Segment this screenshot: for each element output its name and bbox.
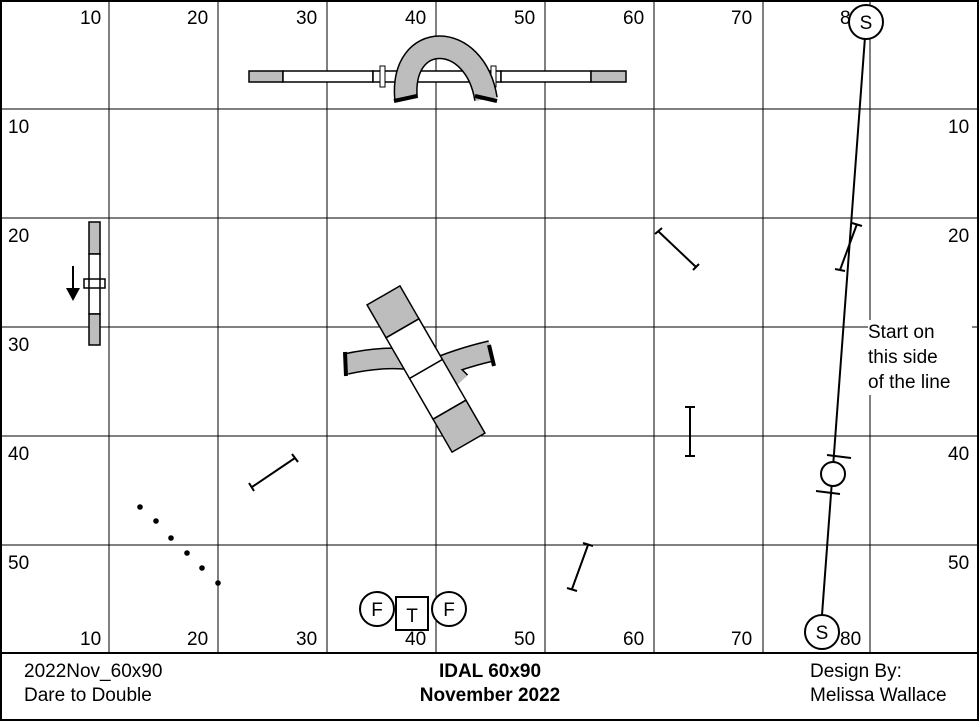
top-label: 30 <box>296 8 317 29</box>
right-label: 40 <box>948 444 969 465</box>
bottom-label: 80 <box>840 629 861 650</box>
top-label: 40 <box>405 8 426 29</box>
jump-bar <box>566 542 594 592</box>
top-label: 70 <box>731 8 752 29</box>
weave-poles <box>137 504 221 586</box>
top-label: 60 <box>623 8 644 29</box>
right-label: 20 <box>948 226 969 247</box>
finish-marker-label: F <box>443 600 455 621</box>
footer: 2022Nov_60x90 Dare to Double IDAL 60x90 … <box>0 654 978 720</box>
start-marker-top: S <box>848 4 884 40</box>
top-label: 50 <box>514 8 535 29</box>
left-label: 20 <box>8 226 29 247</box>
aframe-center <box>366 284 486 454</box>
start-note: Start on this side of the line <box>868 320 972 395</box>
jump-bar <box>248 453 299 492</box>
left-label: 30 <box>8 335 29 356</box>
start-marker-label: S <box>816 623 829 644</box>
footer-title: IDAL 60x90 November 2022 <box>420 660 560 708</box>
finish-marker-right: F <box>431 591 467 627</box>
bottom-label: 60 <box>623 629 644 650</box>
top-label: 10 <box>80 8 101 29</box>
course-code: 2022Nov_60x90 <box>24 661 163 682</box>
jump-bar <box>685 406 695 457</box>
finish-marker-left: F <box>359 591 395 627</box>
start-line <box>821 36 866 616</box>
right-label: 10 <box>948 117 969 138</box>
bottom-label: 10 <box>80 629 101 650</box>
bottom-label: 20 <box>187 629 208 650</box>
bottom-axis-labels: 10 20 30 40 50 60 70 80 <box>80 629 861 650</box>
tunnel-top <box>393 35 498 103</box>
left-label: 50 <box>8 553 29 574</box>
table-marker-label: T <box>406 606 418 627</box>
bottom-label: 50 <box>514 629 535 650</box>
event-date: November 2022 <box>419 685 561 706</box>
start-marker-bottom: S <box>804 614 840 650</box>
bottom-label: 30 <box>296 629 317 650</box>
design-by-label: Design By: <box>810 661 902 682</box>
tire-obstacle <box>815 454 852 495</box>
designer-name: Melissa Wallace <box>810 685 947 706</box>
arrow-down-icon <box>66 266 80 301</box>
left-label: 40 <box>8 444 29 465</box>
start-note-line: Start on <box>868 322 935 343</box>
start-note-line: this side <box>868 347 938 368</box>
jump-bar <box>654 227 700 271</box>
ring-size-title: IDAL 60x90 <box>438 661 542 682</box>
finish-marker-label: F <box>371 600 383 621</box>
bottom-label: 40 <box>405 629 426 650</box>
table-obstacle: T <box>395 596 429 631</box>
start-marker-label: S <box>860 13 873 34</box>
right-label: 50 <box>948 553 969 574</box>
footer-course-info: 2022Nov_60x90 Dare to Double <box>24 660 162 708</box>
left-axis-labels: 10 20 30 40 50 <box>8 117 29 574</box>
bottom-label: 70 <box>731 629 752 650</box>
dogwalk-top <box>248 65 627 88</box>
teeter-left <box>83 221 106 346</box>
top-label: 20 <box>187 8 208 29</box>
footer-designer: Design By: Melissa Wallace <box>810 660 947 708</box>
left-label: 10 <box>8 117 29 138</box>
course-name: Dare to Double <box>24 685 152 706</box>
start-note-line: of the line <box>868 372 951 393</box>
